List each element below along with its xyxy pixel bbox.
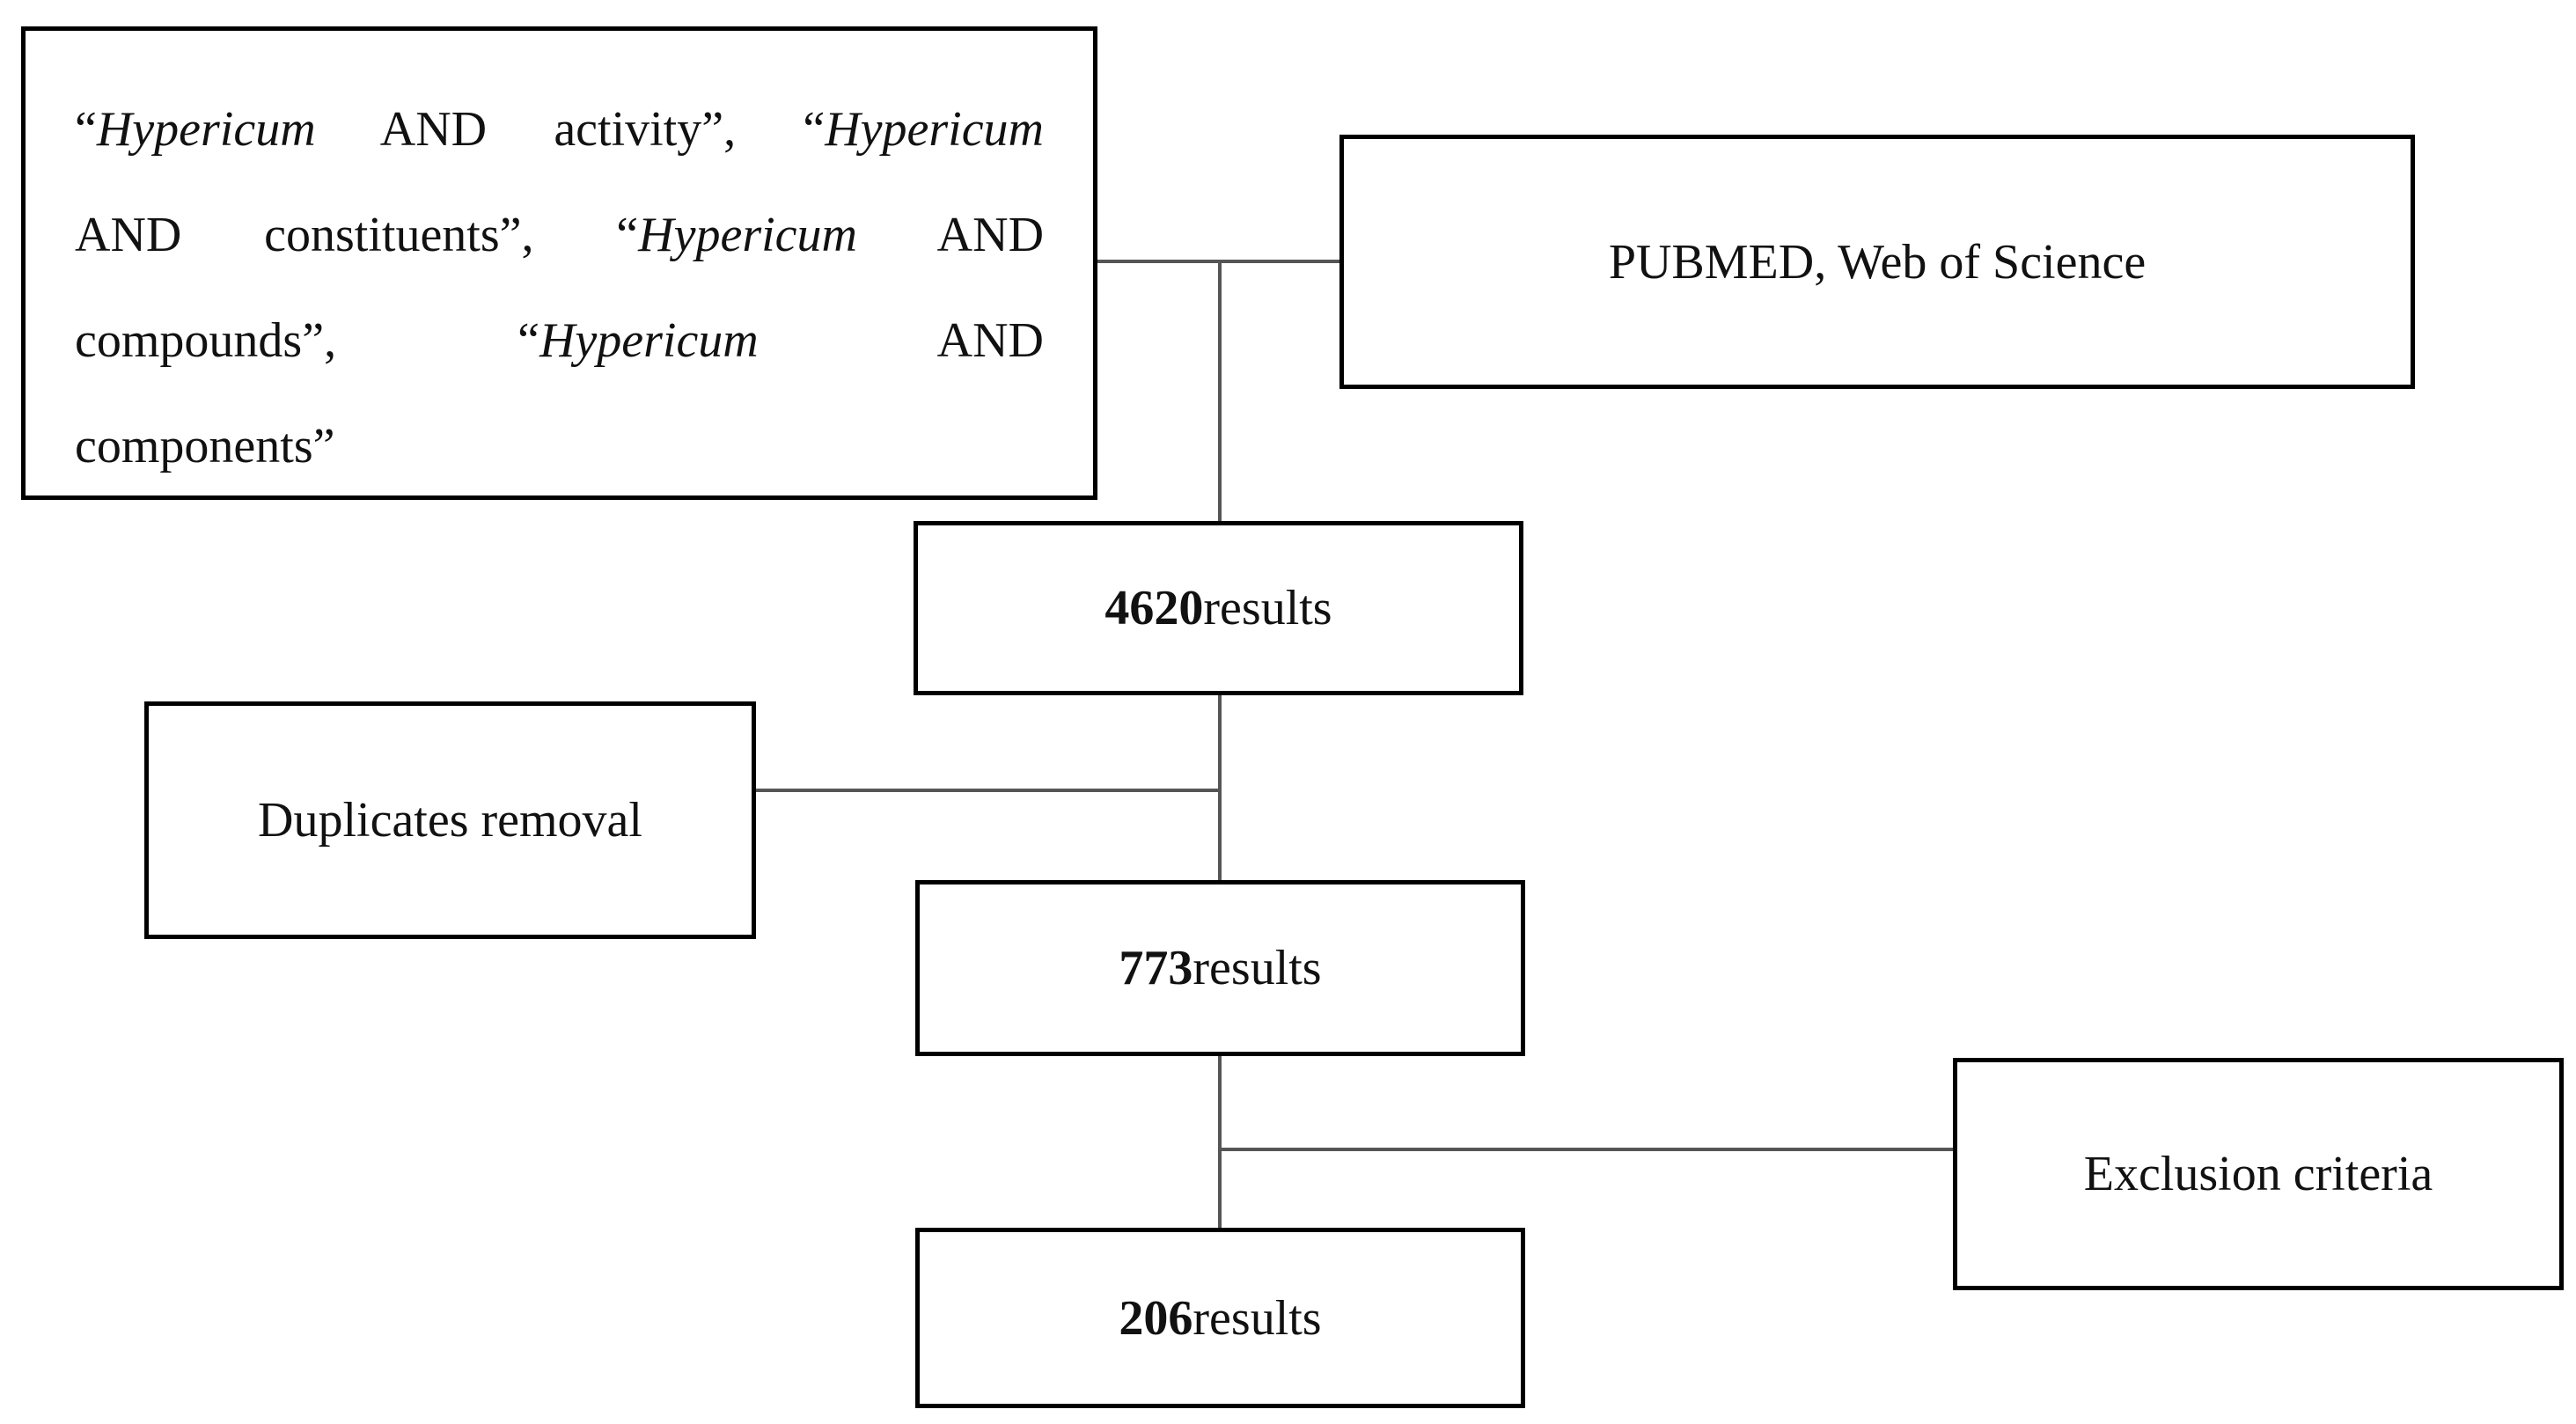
search-term-text: AND constituents”, bbox=[75, 208, 534, 262]
duplicates-removal-box: Duplicates removal bbox=[144, 701, 756, 939]
connector-4620-to-773 bbox=[1218, 694, 1222, 882]
search-term-text: compounds”, bbox=[75, 313, 337, 368]
search-term-text: AND bbox=[936, 313, 1044, 368]
quote-mark: “ bbox=[517, 313, 539, 368]
search-term-text: AND bbox=[856, 208, 1045, 262]
exclusion-criteria-box: Exclusion criteria bbox=[1953, 1058, 2564, 1290]
result-label: results bbox=[1203, 581, 1332, 635]
connector-duplicates bbox=[754, 789, 1220, 792]
search-terms-line: AND constituents”, “Hypericum AND bbox=[75, 182, 1044, 288]
sources-label: PUBMED, Web of Science bbox=[1608, 234, 2147, 290]
genus-term: Hypericum bbox=[539, 313, 759, 368]
genus-term: Hypericum bbox=[825, 102, 1044, 157]
genus-term: Hypericum bbox=[638, 208, 857, 262]
results-box-initial: 4620 results bbox=[914, 521, 1523, 695]
search-terms-line: compounds”, “Hypericum AND bbox=[75, 288, 1044, 393]
search-terms-box: “Hypericum AND activity”, “Hypericum AND… bbox=[21, 26, 1097, 500]
connector-to-4620 bbox=[1218, 261, 1222, 523]
result-label: results bbox=[1193, 1290, 1322, 1346]
connector-773-to-206 bbox=[1218, 1054, 1222, 1229]
quote-mark: “ bbox=[533, 208, 639, 262]
result-count: 773 bbox=[1119, 941, 1193, 995]
genus-term: Hypericum bbox=[96, 102, 316, 157]
result-count: 4620 bbox=[1105, 581, 1204, 635]
results-box-deduplicated: 773 results bbox=[915, 880, 1525, 1056]
search-term-text: AND activity”, “ bbox=[315, 102, 826, 157]
duplicates-label: Duplicates removal bbox=[258, 793, 642, 848]
search-terms-line: “Hypericum AND activity”, “Hypericum bbox=[75, 77, 1044, 182]
result-label: results bbox=[1193, 941, 1322, 995]
exclusion-label: Exclusion criteria bbox=[2083, 1147, 2433, 1201]
sources-box: PUBMED, Web of Science bbox=[1339, 135, 2415, 389]
quote-mark: “ bbox=[75, 102, 97, 157]
connector-exclusion bbox=[1220, 1148, 1955, 1151]
result-count: 206 bbox=[1119, 1290, 1193, 1346]
results-box-final: 206 results bbox=[915, 1228, 1525, 1408]
search-term-text: components” bbox=[75, 419, 335, 473]
search-terms-line: components” bbox=[75, 393, 1044, 499]
